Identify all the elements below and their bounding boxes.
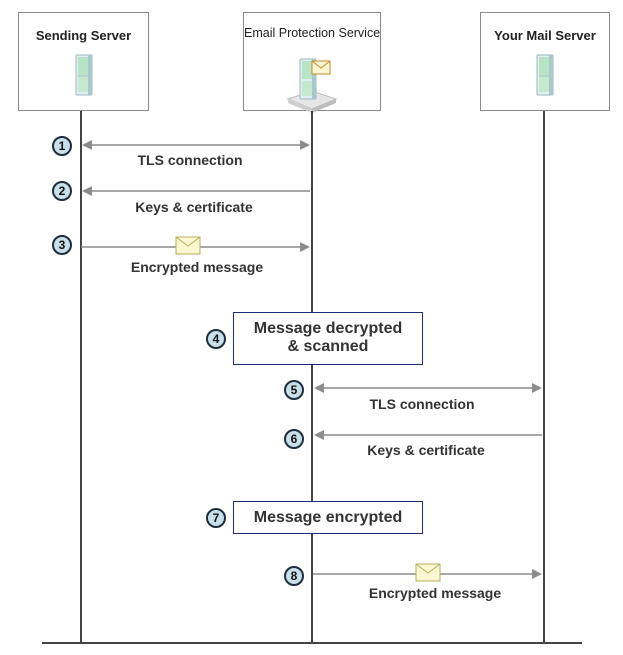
envelope-icon [175,236,201,255]
step-8-badge: 8 [284,566,304,586]
step-7-badge: 7 [206,508,226,528]
step-1-badge: 1 [52,136,72,156]
message-encrypted-box: Message encrypted [233,501,423,534]
email-server-icon [286,58,338,113]
step-3-badge: 3 [52,235,72,255]
step-6-label: Keys & certificate [367,442,485,458]
email-protection-title: Email Protection Service [244,26,381,40]
step-2-label: Keys & certificate [135,199,253,215]
your-mail-server-lifeline [543,111,545,643]
sending-server-title: Sending Server [35,28,132,43]
email-protection-lifeline [311,111,313,643]
step-4-badge: 4 [206,329,226,349]
step-8-label: Encrypted message [368,585,502,601]
message-encrypted-label: Message encrypted [253,509,403,526]
sending-server-lifeline [80,111,82,643]
step-5-badge: 5 [284,380,304,400]
step-2-badge: 2 [52,181,72,201]
envelope-icon [415,563,441,582]
your-mail-server-title: Your Mail Server [494,28,596,43]
timeline-baseline [42,642,582,644]
step-5-label: TLS connection [369,396,475,412]
your-mail-server-box: Your Mail Server [480,12,610,111]
step-3-label: Encrypted message [130,259,264,275]
decrypt-scan-line-2: & scanned [287,338,369,355]
decrypt-scan-box: Message decrypted & scanned [233,312,423,365]
email-protection-box: Email Protection Service [243,12,381,113]
decrypt-scan-line-1: Message decrypted [253,320,403,337]
server-icon [75,54,92,96]
step-1-label: TLS connection [137,152,243,168]
step-6-badge: 6 [284,429,304,449]
server-icon [536,54,554,96]
sending-server-box: Sending Server [18,12,149,111]
